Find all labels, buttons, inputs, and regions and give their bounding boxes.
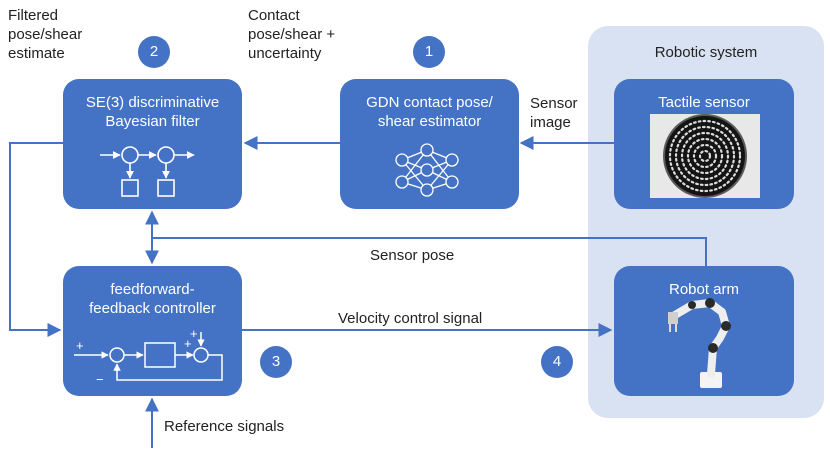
step-4-badge: 4 [541, 346, 573, 378]
velocity-control-label: Velocity control signal [338, 310, 483, 327]
gdn-estimator-title-line2: shear estimator [377, 113, 482, 130]
tactile-sensor-title: Tactile sensor [658, 94, 750, 111]
robot-arm-image [668, 298, 731, 388]
bayesian-filter-block: SE(3) discriminative Bayesian filter [63, 79, 242, 209]
reference-signals-label: Reference signals [164, 418, 285, 435]
controller-plus-sign-1: + [76, 338, 84, 353]
controller-block: feedforward- feedback controller [63, 266, 242, 396]
controller-title-line2: feedback controller [89, 300, 216, 317]
sensor-pose-arrow [152, 237, 707, 266]
tactile-sensor-image [650, 114, 760, 198]
gdn-estimator-title-line1: GDN contact pose/ [366, 94, 493, 111]
sensor-image-label: Sensor image [530, 95, 578, 131]
bayesian-filter-title-line1: SE(3) discriminative [85, 94, 220, 111]
neural-network-icon [395, 143, 459, 197]
filtered-estimate-arrow [9, 142, 63, 337]
filtered-estimate-label: Filtered pose/shear estimate [8, 7, 83, 62]
controller-plus-sign-3: + [190, 326, 198, 341]
robot-arm-title: Robot arm [668, 281, 740, 298]
controller-minus-sign: − [96, 372, 104, 387]
contact-pose-label: Contact pose/shear + uncertainty [248, 7, 336, 62]
controller-icon [74, 332, 223, 381]
bayesian-filter-title-line2: Bayesian filter [105, 113, 200, 130]
controller-plus-sign-2: + [184, 336, 192, 351]
step-2-badge: 2 [138, 36, 170, 68]
filter-icon [100, 146, 195, 197]
controller-title-line1: feedforward- [110, 281, 195, 298]
step-3-badge: 3 [260, 346, 292, 378]
robotic-system-title: Robotic system [654, 44, 758, 61]
step-1-badge: 1 [413, 36, 445, 68]
sensor-pose-label: Sensor pose [370, 247, 455, 264]
